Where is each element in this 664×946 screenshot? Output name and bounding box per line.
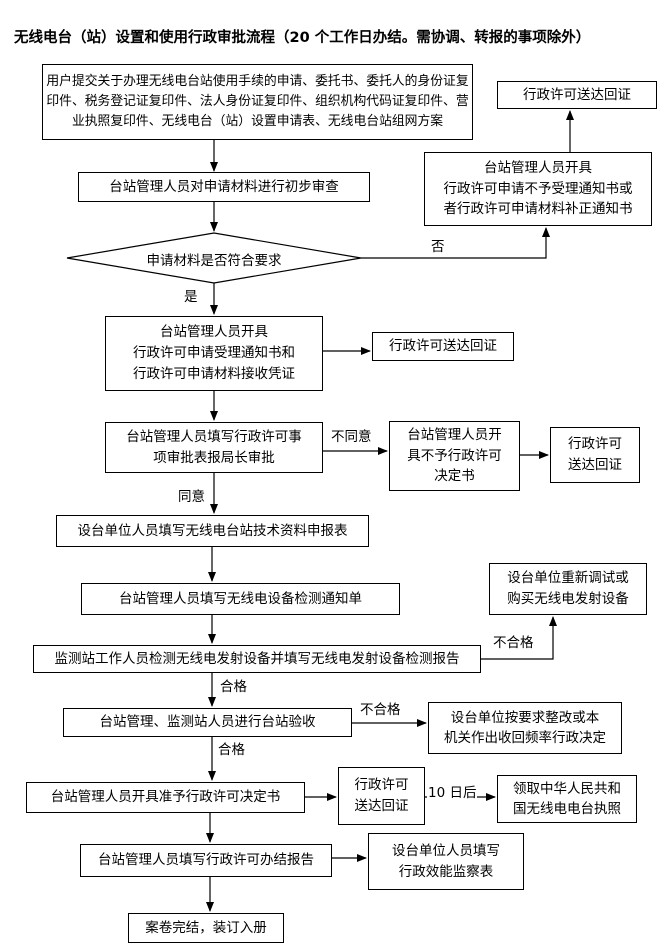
flow-box-user-submit: 用户提交关于办理无线电台站使用手续的申请、委托书、委托人的身份证复 印件、税务登… (42, 64, 473, 140)
edge-label-fail-2: 不合格 (359, 698, 402, 718)
flow-box-completion-report: 台站管理人员填写行政许可办结报告 (80, 844, 332, 877)
flow-box-station-acceptance: 台站管理、监测站人员进行台站验收 (63, 708, 352, 737)
flow-box-preliminary-review: 台站管理人员对申请材料进行初步审查 (78, 172, 370, 202)
flow-box-tech-data-form: 设台单位人员填写无线电台站技术资料申报表 (56, 515, 369, 547)
edge-label-agree: 同意 (177, 485, 206, 505)
decision-diamond-label: 申请材料是否符合要求 (146, 253, 282, 269)
flow-box-rectify-or-revoke: 设台单位按要求整改或本 机关作出收回频率行政决定 (428, 702, 622, 754)
connector-decision-no-to-rejection (361, 227, 550, 259)
flow-box-license-pickup: 领取中华人民共和 国无线电电台执照 (497, 775, 637, 823)
flow-box-delivery-receipt-2: 行政许可送达回证 (372, 332, 514, 361)
flow-box-delivery-receipt-top: 行政许可送达回证 (497, 81, 657, 109)
edge-label-disagree: 不同意 (330, 425, 373, 445)
flow-box-delivery-receipt-4: 行政许可 送达回证 (338, 767, 425, 825)
flow-box-deny-decision: 台站管理人员开 具不予行政许可 决定书 (389, 421, 520, 491)
edge-label-pass-2: 合格 (217, 738, 246, 758)
flow-box-approval-form: 台站管理人员填写行政许可事 项审批表报局长审批 (105, 422, 323, 473)
flow-box-detection-report: 监测站工作人员检测无线电发射设备并填写无线电发射设备检测报告 (33, 645, 481, 673)
flow-box-rejection-notice: 台站管理人员开具 行政许可申请不予受理通知书或 者行政许可申请材料补正通知书 (424, 152, 652, 226)
flow-box-accept-notice: 台站管理人员开具 行政许可申请受理通知书和 行政许可申请材料接收凭证 (105, 316, 323, 391)
edge-label-after-10-days: 10 日后 (427, 781, 478, 801)
edge-label-no: 否 (430, 235, 446, 255)
flow-box-re-debug-equipment: 设台单位重新调试或 购买无线电发射设备 (489, 563, 647, 615)
flow-box-grant-decision: 台站管理人员开具准予行政许可决定书 (26, 782, 305, 813)
flow-box-archive: 案卷完结，装订入册 (128, 913, 284, 943)
edge-label-fail-1: 不合格 (492, 631, 535, 651)
flow-box-delivery-receipt-3: 行政许可 送达回证 (550, 427, 640, 483)
edge-label-yes: 是 (183, 285, 199, 305)
flow-box-detection-notice: 台站管理人员填写无线电设备检测通知单 (81, 583, 400, 615)
flow-box-efficiency-form: 设台单位人员填写 行政效能监察表 (368, 833, 524, 890)
page-title: 无线电台（站）设置和使用行政审批流程（20 个工作日办结。需协调、转报的事项除外… (14, 30, 591, 46)
edge-label-pass-1: 合格 (219, 675, 248, 695)
